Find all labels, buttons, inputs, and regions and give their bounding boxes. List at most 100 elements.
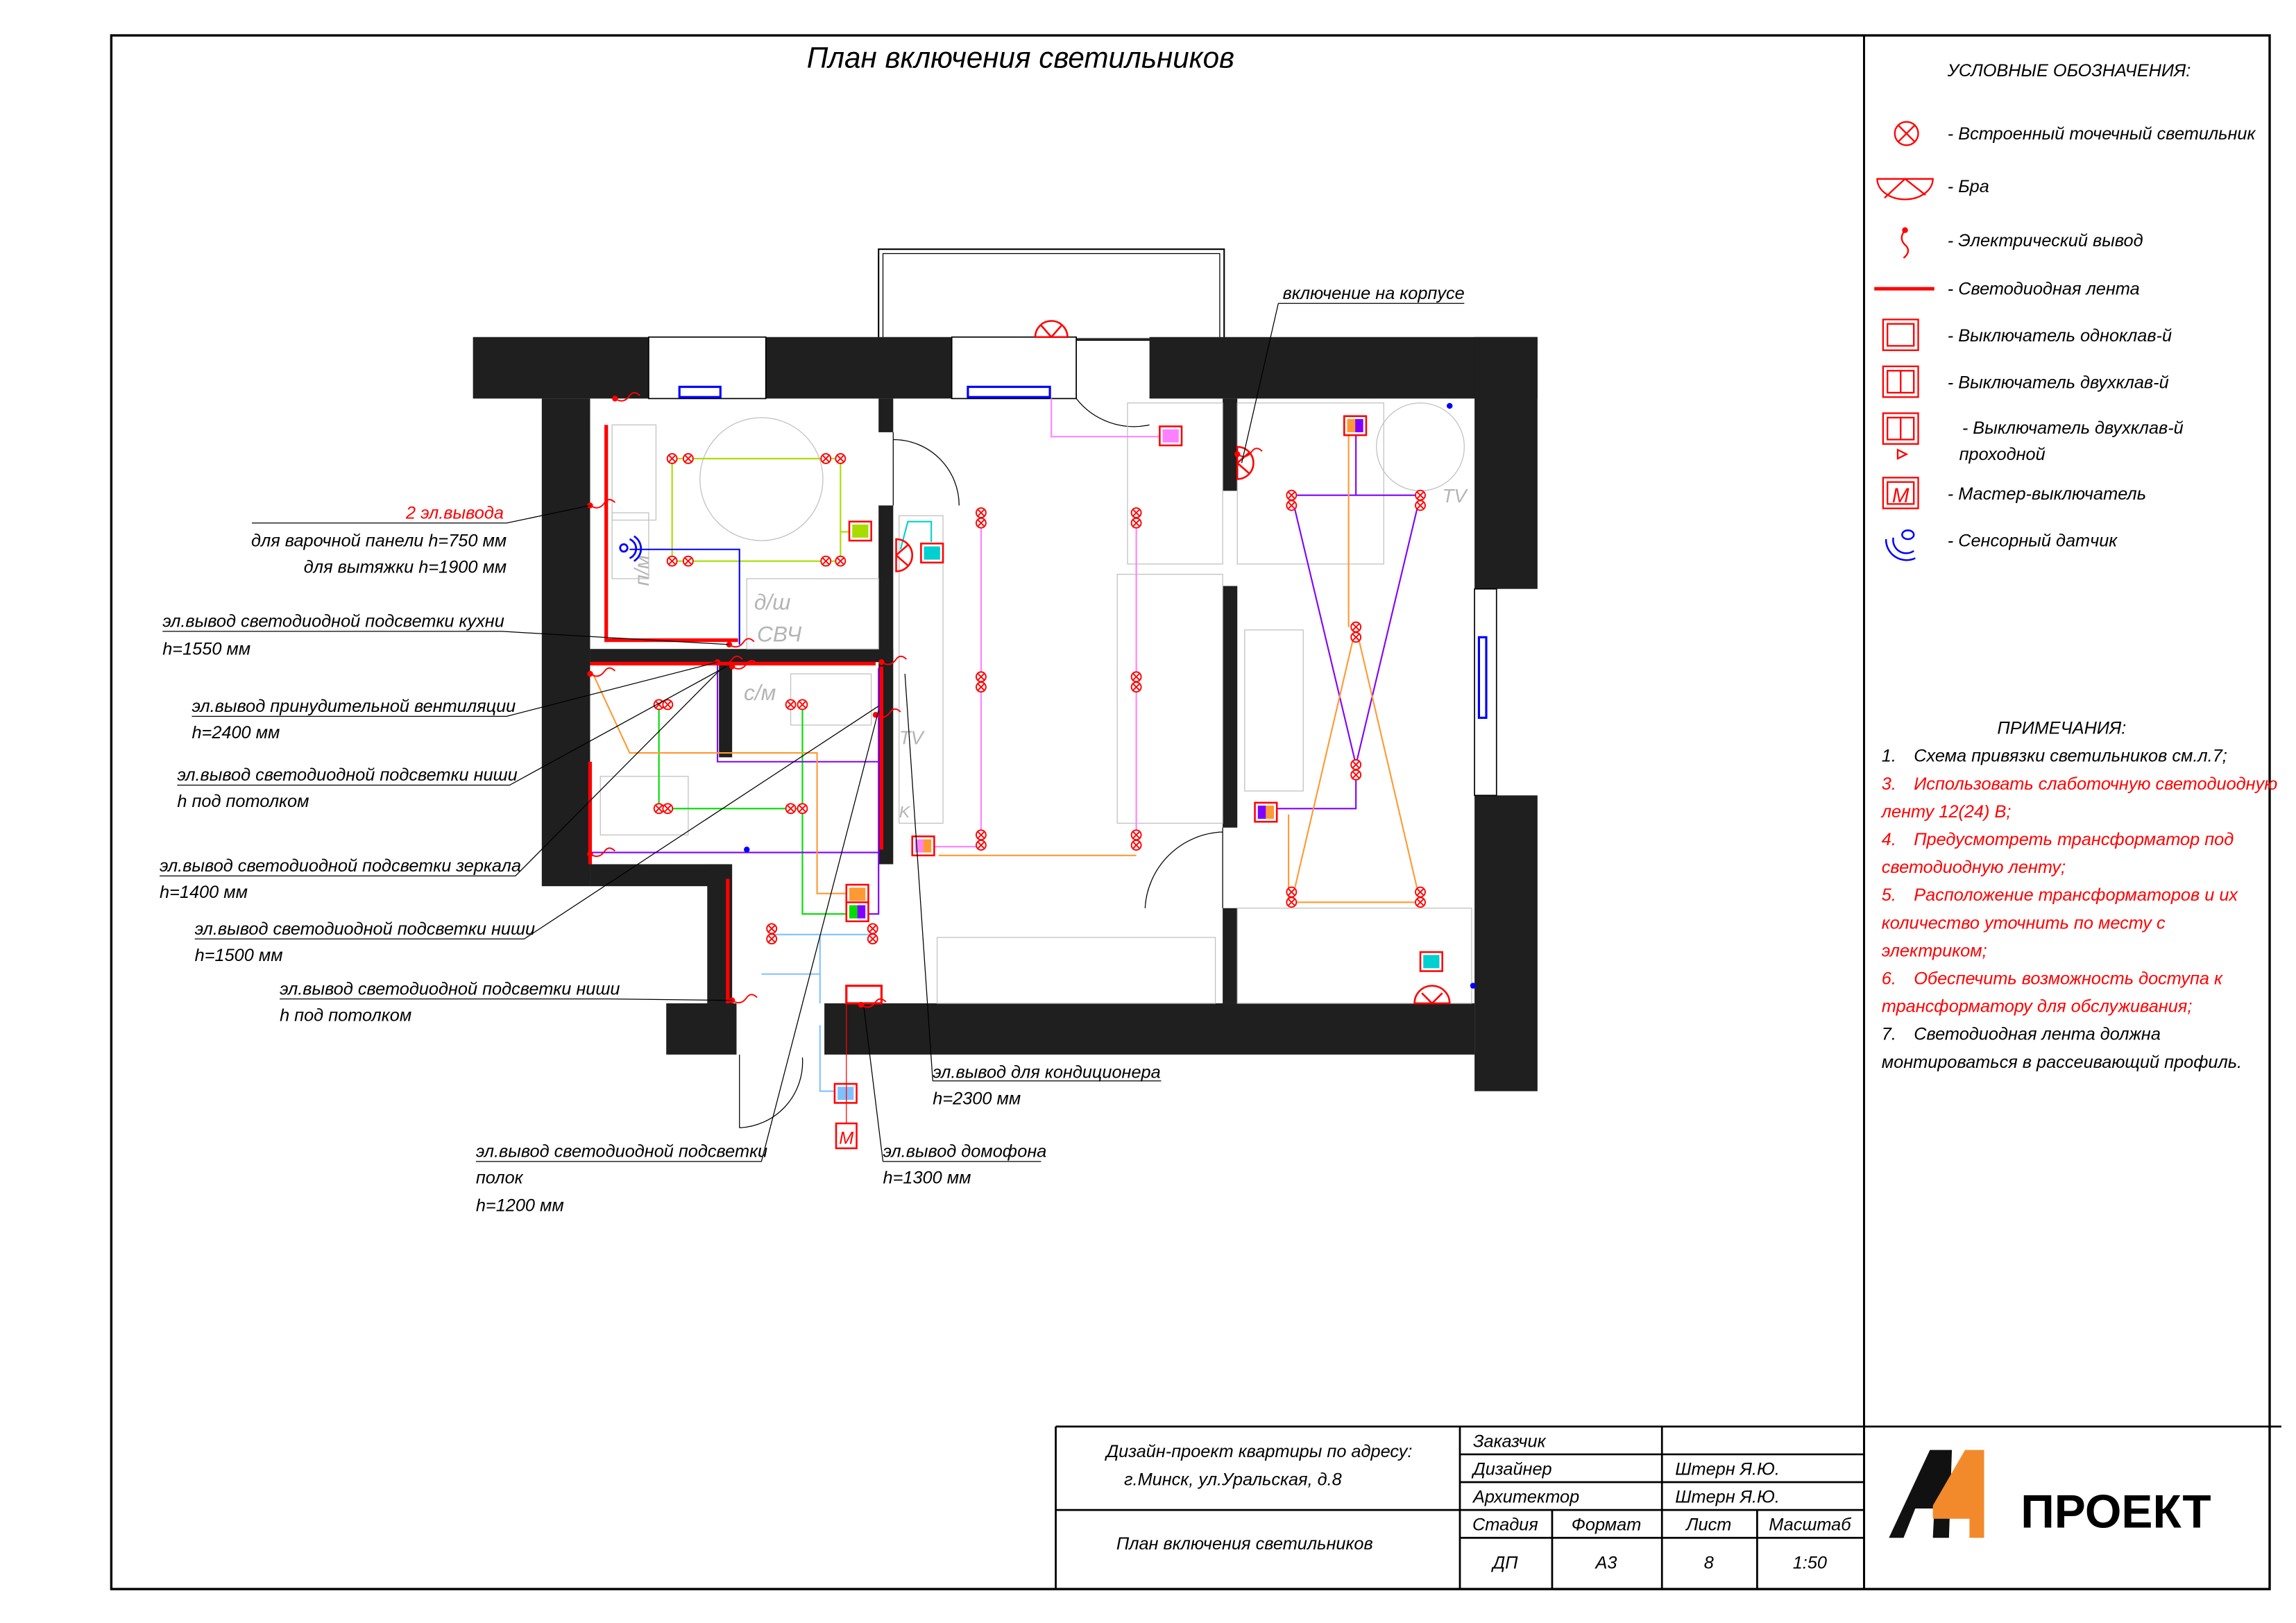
recessed-spotlight-icon: [976, 840, 987, 851]
recessed-spotlight-icon: [766, 933, 778, 945]
recessed-spotlight-icon: [662, 803, 674, 815]
label-hood-height: для вытяжки h=1900 мм: [304, 558, 507, 577]
wall-sconce-icon: [1413, 985, 1451, 1005]
label-intercom-height: h=1300 мм: [883, 1169, 971, 1188]
label-kitchen-led-height: h=1550 мм: [162, 640, 250, 659]
designer-label: Дизайнер: [1471, 1459, 1552, 1479]
note-number: 7.: [1882, 1025, 1896, 1044]
note-text: Использовать слаботочную светодиодную: [1914, 774, 2277, 794]
note-number: 4.: [1882, 830, 1896, 849]
door-swing: [1144, 827, 1223, 908]
recessed-spotlight-icon: [1130, 681, 1142, 693]
recessed-spotlight-icon: [797, 699, 808, 711]
recessed-spotlight-icon: [682, 452, 694, 464]
recessed-spotlight-icon: [1130, 517, 1142, 529]
label-ventilation: эл.вывод принудительной вентиляции: [192, 697, 516, 716]
note-text-continued: ленту 12(24) В;: [1880, 802, 2012, 822]
light-switch: [845, 901, 869, 923]
note-text-continued: монтироваться в рассеивающий профиль.: [1882, 1053, 2242, 1072]
note-text-continued: количество уточнить по месту с: [1882, 913, 2166, 933]
label-shelves-led: эл.вывод светодиодной подсветки: [476, 1142, 767, 1162]
svg-text:M: M: [839, 1129, 854, 1148]
touch-sensor-icon: [1885, 529, 1916, 561]
recessed-spotlight-icon: [666, 452, 678, 464]
touch-sensor-icon: [619, 535, 643, 562]
label-niche-led-2-height: h=1500 мм: [195, 946, 283, 965]
light-switch: [1419, 951, 1443, 972]
architect-label: Архитектор: [1472, 1488, 1579, 1507]
recessed-spotlight-icon: [682, 555, 694, 567]
room-label-k: K: [899, 803, 911, 821]
light-switch: [1343, 415, 1368, 436]
legend-title: УСЛОВНЫЕ ОБОЗНАЧЕНИЯ:: [1947, 61, 2191, 80]
project-address-line2: г.Минск, ул.Уральская, д.8: [1124, 1470, 1342, 1489]
light-switch: [845, 883, 869, 905]
label-niche-led-3: эл.вывод светодиодной подсветки ниши: [280, 979, 620, 999]
label-niche-led-1: эл.вывод светодиодной подсветки ниши: [177, 765, 517, 785]
light-switch: [1254, 801, 1278, 823]
room-label-pm: п/м: [631, 555, 654, 586]
logo-text: ПРОЕКТ: [2021, 1486, 2211, 1538]
note-text-continued: электриком;: [1882, 941, 1987, 960]
light-switch: [833, 1082, 858, 1104]
note-number: 5.: [1882, 885, 1896, 905]
light-switch: [1159, 425, 1183, 447]
double-pass-switch-icon: [1882, 412, 1919, 460]
recessed-spotlight-icon: [976, 829, 987, 841]
spotlights: [653, 452, 1426, 945]
intercom-box: [845, 985, 883, 1005]
window: [951, 336, 1077, 400]
electrical-outlet-icon: [587, 847, 616, 858]
label-intercom: эл.вывод домофона: [883, 1142, 1047, 1162]
electrical-outlet-icon: [587, 667, 616, 677]
recessed-spotlight-icon: [1350, 631, 1362, 643]
label-niche-led-1-height: h под потолком: [177, 792, 309, 811]
label-niche-led-3-height: h под потолком: [280, 1005, 411, 1025]
light-switch: [911, 835, 935, 857]
note-text: Предусмотреть трансформатор под: [1914, 830, 2234, 849]
label-mirror-led: эл.вывод светодиодной подсветки зеркала: [160, 856, 521, 876]
recessed-spotlight-icon: [1350, 759, 1362, 770]
recessed-spotlight-icon: [1130, 840, 1142, 851]
led-strips: [588, 425, 884, 1003]
recessed-spotlight-icon: [820, 452, 832, 464]
customer-label: Заказчик: [1473, 1431, 1547, 1451]
sheet-value: 8: [1704, 1554, 1714, 1573]
window: [648, 336, 767, 400]
legend-item-label: - Выключатель одноклав-й: [1948, 326, 2172, 346]
recessed-spotlight-icon: [1130, 507, 1142, 518]
recessed-spotlight-icon: [976, 517, 987, 529]
format-label: Формат: [1572, 1515, 1642, 1535]
furniture: [599, 402, 1472, 1004]
label-ac-outlet-height: h=2300 мм: [933, 1089, 1021, 1109]
recessed-spotlight-icon: [1415, 897, 1426, 908]
recessed-spotlight-icon: [662, 699, 674, 711]
floor-plan: п/м д/ш СВЧ с/м TV TV K: [473, 248, 1538, 1150]
sheet-name: План включения светильников: [1116, 1534, 1373, 1554]
title-block: Дизайн-проект квартиры по адресу: г.Минс…: [1055, 1425, 2281, 1590]
designer-name: Штерн Я.Ю.: [1675, 1459, 1780, 1479]
label-niche-led-2: эл.вывод светодиодной подсветки ниши: [195, 919, 535, 939]
sheet-frame: [110, 34, 2271, 1590]
legend-item-label: - Сенсорный датчик: [1948, 532, 2118, 551]
label-hob-height: для варочной панели h=750 мм: [251, 532, 507, 551]
recessed-spotlight-icon: [1415, 886, 1426, 898]
wall-sconce-icon: [1034, 320, 1069, 339]
room-label-microwave: СВЧ: [757, 622, 802, 647]
recessed-spotlight-icon: [797, 803, 808, 815]
blue-outlet: [1447, 402, 1453, 409]
door-swing: [892, 432, 960, 506]
legend-item-label: - Мастер-выключатель: [1948, 484, 2146, 504]
electrical-outlet-icon: [729, 660, 758, 670]
room-label-dishwasher: д/ш: [754, 589, 791, 614]
recessed-spotlight-icon: [976, 681, 987, 693]
sheet-label: Лист: [1685, 1515, 1731, 1535]
legend-item-label: - Электрический вывод: [1948, 231, 2143, 250]
blue-outlet: [1470, 983, 1477, 989]
recessed-spotlight-icon: [1350, 769, 1362, 781]
company-logo: ПРОЕКТ: [1889, 1450, 2211, 1538]
recessed-spotlight-icon: [867, 933, 878, 945]
legend-item-label: проходной: [1959, 445, 2046, 464]
room-label-tv: TV: [899, 726, 926, 748]
